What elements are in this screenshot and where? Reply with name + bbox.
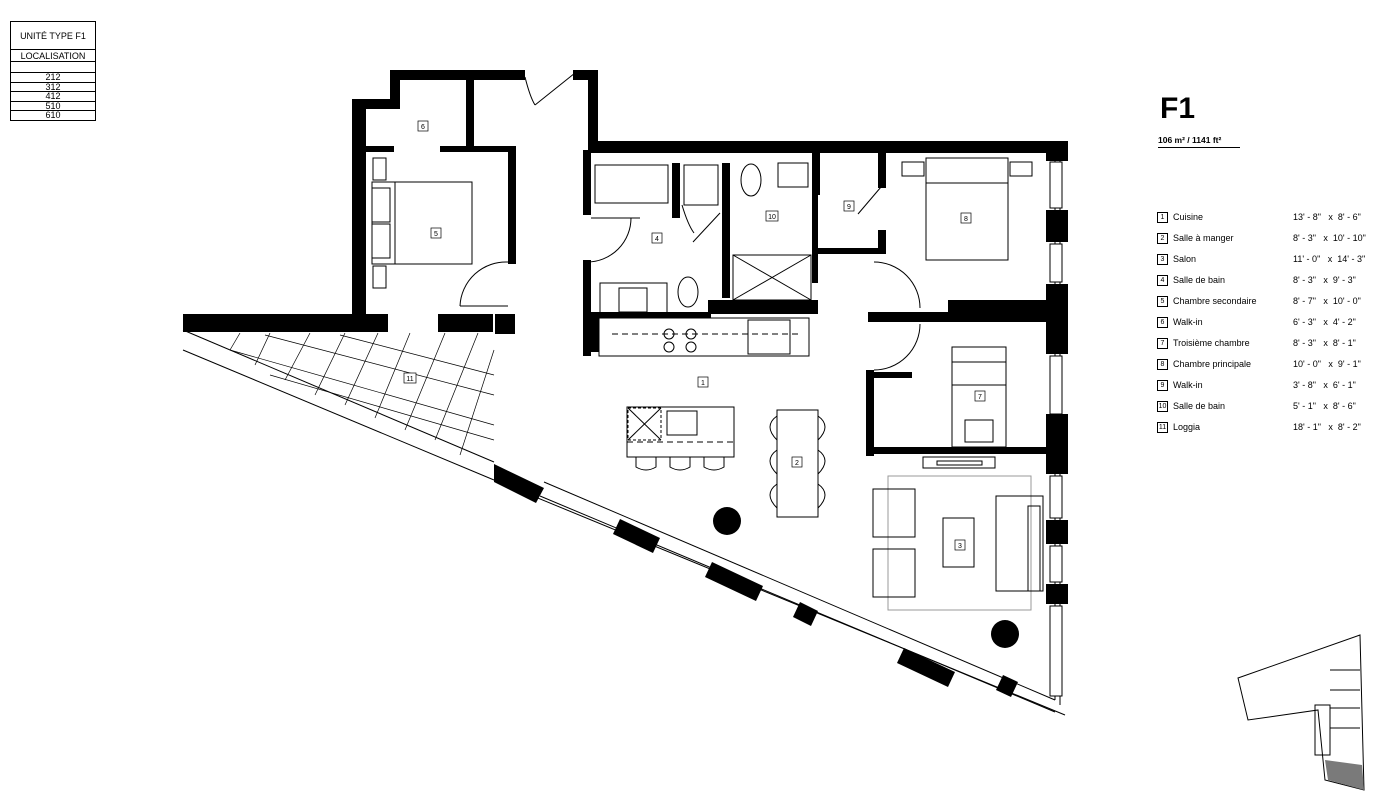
room-name: Loggia xyxy=(1173,422,1201,432)
room-dimensions: 10' - 0" x 9' - 1" xyxy=(1293,359,1361,369)
legend-item: 3 Salon 11' - 0" x 14' - 3" xyxy=(1157,254,1382,275)
room-name: Chambre principale xyxy=(1173,359,1252,369)
room-dimensions: 3' - 8" x 6' - 1" xyxy=(1293,380,1356,390)
legend-item: 9 Walk-in 3' - 8" x 6' - 1" xyxy=(1157,380,1382,401)
room-number-badge: 5 xyxy=(1157,296,1168,307)
location-table: UNITÉ TYPE F1 LOCALISATION 212 312 412 5… xyxy=(10,21,96,121)
room-dimensions: 13' - 8" x 8' - 6" xyxy=(1293,212,1361,222)
room-tag-9: 9 xyxy=(847,204,851,211)
room-name: Salle de bain xyxy=(1173,401,1226,411)
furniture xyxy=(371,157,1044,611)
room-dimensions: 5' - 1" x 8' - 6" xyxy=(1293,401,1356,411)
room-number-badge: 10 xyxy=(1157,401,1168,412)
blank-row xyxy=(10,61,96,73)
room-name: Salon xyxy=(1173,254,1197,264)
room-number-badge: 6 xyxy=(1157,317,1168,328)
legend-item: 11 Loggia 18' - 1" x 8' - 2" xyxy=(1157,422,1382,443)
room-name: Salle à manger xyxy=(1173,233,1234,243)
room-tag-6: 6 xyxy=(421,124,425,131)
unit-area: 106 m² / 1141 ft² xyxy=(1158,135,1240,148)
room-dimensions: 11' - 0" x 14' - 3" xyxy=(1293,254,1366,264)
legend-item: 2 Salle à manger 8' - 3" x 10' - 10" xyxy=(1157,233,1382,254)
room-dimensions: 6' - 3" x 4' - 2" xyxy=(1293,317,1356,327)
room-number-badge: 8 xyxy=(1157,359,1168,370)
room-number-badge: 7 xyxy=(1157,338,1168,349)
room-tag-5: 5 xyxy=(434,231,438,238)
room-name: Chambre secondaire xyxy=(1173,296,1257,306)
legend-item: 8 Chambre principale 10' - 0" x 9' - 1" xyxy=(1157,359,1382,380)
room-dimensions: 18' - 1" x 8' - 2" xyxy=(1293,422,1361,432)
right-windows xyxy=(1049,161,1063,697)
legend-item: 5 Chambre secondaire 8' - 7" x 10' - 0" xyxy=(1157,296,1382,317)
diagonal-windows xyxy=(182,150,1066,716)
unit-name: F1 xyxy=(1160,92,1196,125)
room-number-badge: 11 xyxy=(1157,422,1168,433)
room-number-badge: 9 xyxy=(1157,380,1168,391)
room-name: Walk-in xyxy=(1173,380,1203,390)
room-number-badge: 4 xyxy=(1157,275,1168,286)
room-tag-3: 3 xyxy=(958,543,962,550)
structural-column xyxy=(713,507,741,535)
room-dimensions: 8' - 7" x 10' - 0" xyxy=(1293,296,1361,306)
unit-number: 610 xyxy=(10,110,96,121)
room-legend: 1 Cuisine 13' - 8" x 8' - 6" 2 Salle à mang… xyxy=(1157,212,1382,443)
legend-item: 7 Troisième chambre 8' - 3" x 8' - 1" xyxy=(1157,338,1382,359)
room-dimensions: 8' - 3" x 9' - 3" xyxy=(1293,275,1356,285)
room-tag-2: 2 xyxy=(795,460,799,467)
room-tag-7: 7 xyxy=(978,394,982,401)
room-dimensions: 8' - 3" x 8' - 1" xyxy=(1293,338,1356,348)
legend-item: 4 Salle de bain 8' - 3" x 9' - 3" xyxy=(1157,275,1382,296)
room-tag-10: 10 xyxy=(768,214,776,221)
room-number-badge: 3 xyxy=(1157,254,1168,265)
room-name: Walk-in xyxy=(1173,317,1203,327)
room-tag-8: 8 xyxy=(964,216,968,223)
key-plan xyxy=(1237,634,1365,791)
room-number-badge: 1 xyxy=(1157,212,1168,223)
room-name: Cuisine xyxy=(1173,212,1204,222)
room-name: Salle de bain xyxy=(1173,275,1226,285)
doors xyxy=(459,72,921,371)
room-tag-11: 11 xyxy=(406,376,413,383)
room-number-badge: 2 xyxy=(1157,233,1168,244)
loggia-tiles xyxy=(229,332,495,456)
legend-item: 10 Salle de bain 5' - 1" x 8' - 6" xyxy=(1157,401,1382,422)
room-name: Troisième chambre xyxy=(1173,338,1250,348)
room-tags: 1 2 3 4 5 6 7 8 9 10 11 xyxy=(403,120,986,551)
room-tag-4: 4 xyxy=(655,236,659,243)
room-dimensions: 8' - 3" x 10' - 10" xyxy=(1293,233,1366,243)
legend-item: 6 Walk-in 6' - 3" x 4' - 2" xyxy=(1157,317,1382,338)
room-tag-1: 1 xyxy=(701,380,705,387)
walls xyxy=(183,70,1068,697)
structural-column xyxy=(991,620,1019,648)
legend-item: 1 Cuisine 13' - 8" x 8' - 6" xyxy=(1157,212,1382,233)
